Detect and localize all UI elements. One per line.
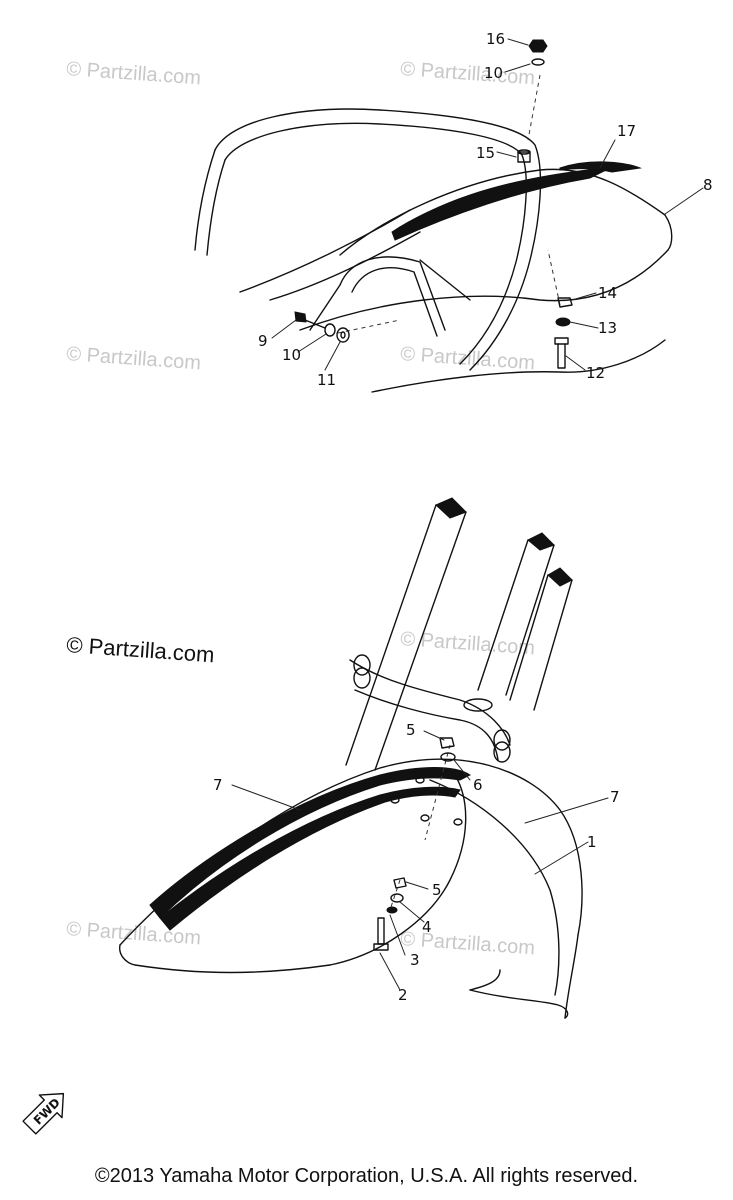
part-number-9: 9 — [258, 332, 268, 350]
callout-labels: 16 10 15 17 8 14 9 10 11 13 12 5 6 7 7 1… — [213, 30, 713, 1004]
watermark: © Partzilla.com — [66, 918, 202, 949]
part-number-16: 16 — [486, 30, 505, 48]
part-number-14: 14 — [598, 284, 617, 302]
watermark: © Partzilla.com — [66, 58, 202, 89]
part-number-7: 7 — [610, 788, 620, 806]
part-number-3: 3 — [410, 951, 420, 969]
part-number-11: 11 — [317, 371, 336, 389]
part-number-7: 7 — [213, 776, 223, 794]
part-number-10: 10 — [282, 346, 301, 364]
rear-fender-assembly — [194, 38, 704, 393]
front-fender-assembly — [119, 497, 609, 1019]
watermark: © Partzilla.com — [400, 343, 536, 374]
part-number-1: 1 — [587, 833, 597, 851]
part-number-10: 10 — [484, 64, 503, 82]
part-number-15: 15 — [476, 144, 495, 162]
forward-arrow-icon: FWD — [22, 1092, 65, 1135]
part-number-8: 8 — [703, 176, 713, 194]
part-number-2: 2 — [398, 986, 408, 1004]
watermark-main: © Partzilla.com — [66, 632, 216, 667]
part-number-6: 6 — [473, 776, 483, 794]
part-number-5: 5 — [406, 721, 416, 739]
part-number-5: 5 — [432, 881, 442, 899]
watermark: © Partzilla.com — [66, 343, 202, 374]
part-number-17: 17 — [617, 122, 636, 140]
watermark: © Partzilla.com — [400, 928, 536, 959]
part-number-12: 12 — [586, 364, 605, 382]
part-number-4: 4 — [422, 918, 432, 936]
watermark: © Partzilla.com — [400, 58, 536, 89]
copyright-notice: ©2013 Yamaha Motor Corporation, U.S.A. A… — [94, 1165, 639, 1187]
part-number-13: 13 — [598, 319, 617, 337]
